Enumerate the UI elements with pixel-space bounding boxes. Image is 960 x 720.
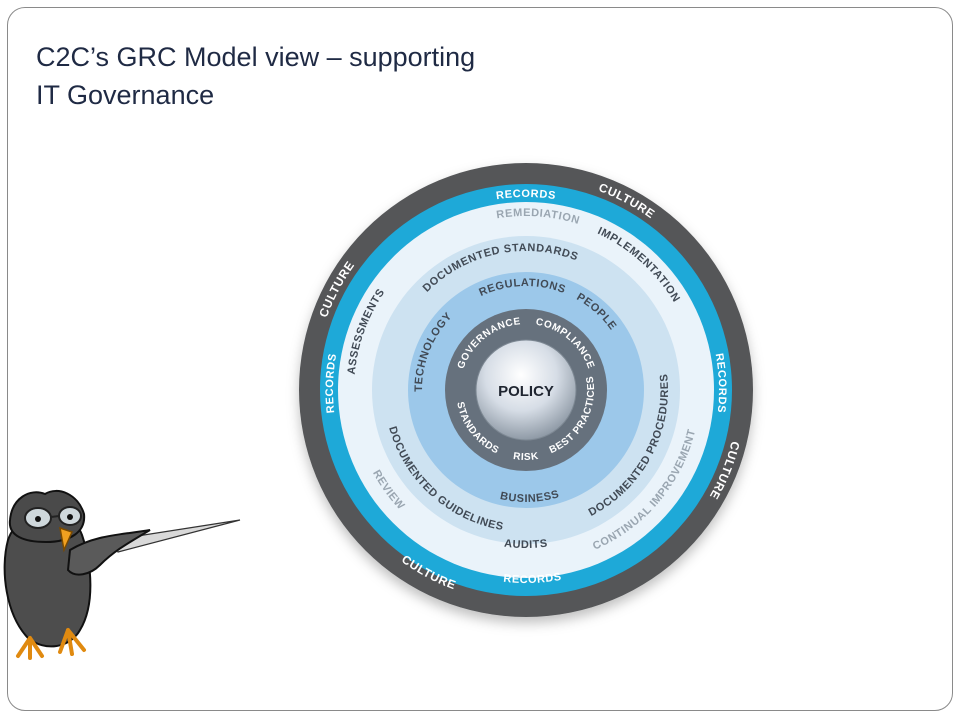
policy-core (475, 339, 577, 441)
owl-wing (66, 529, 151, 576)
slide-title: C2C’s GRC Model view – supporting IT Gov… (36, 38, 636, 114)
owl-beak (59, 526, 74, 553)
business-label: BUSINESS (499, 488, 561, 505)
policy-label: POLICY (498, 383, 554, 400)
risk-label: RISK (513, 451, 540, 463)
owl-foot-left (16, 636, 44, 660)
records-label-bottom: RECORDS (503, 571, 563, 586)
records-label-top: RECORDS (495, 188, 556, 202)
audits-label: AUDITS (504, 538, 549, 551)
owl-pointing-illustration (3, 489, 241, 660)
records-label-left: RECORDS (324, 352, 339, 413)
title-line-2: IT Governance (36, 80, 215, 110)
title-line-1: C2C’s GRC Model view – supporting (36, 42, 476, 72)
records-label-right: RECORDS (713, 352, 728, 413)
owl-foot-right (58, 628, 86, 656)
